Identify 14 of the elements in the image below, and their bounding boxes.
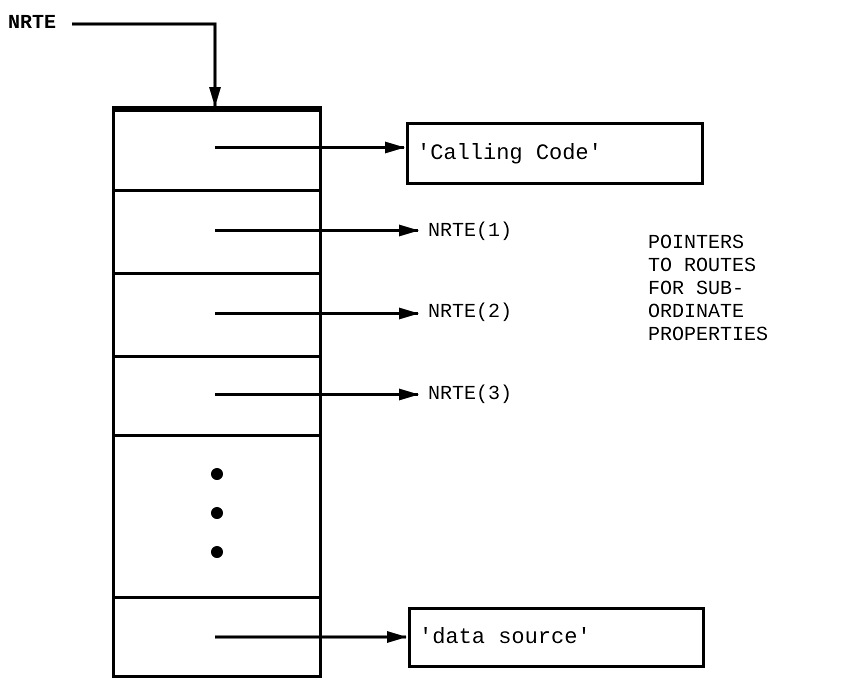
- annotation-text: POINTERS TO ROUTES FOR SUB- ORDINATE PROPERTIES: [648, 232, 770, 347]
- arrow: [215, 142, 405, 154]
- pointer-label: NRTE(1): [420, 217, 530, 247]
- arrow: [215, 388, 419, 400]
- pointer-label: NRTE(2): [420, 298, 530, 328]
- text-box: 'data source': [408, 607, 705, 668]
- table-box: [112, 106, 322, 678]
- pointer-label: NRTE(3): [420, 380, 530, 410]
- arrow: [215, 631, 407, 643]
- pointer-label: NRTE: [8, 10, 68, 38]
- arrow: [215, 224, 419, 236]
- arrow: [215, 308, 419, 320]
- arrow: [72, 22, 221, 107]
- text-box: 'Calling Code': [406, 122, 704, 185]
